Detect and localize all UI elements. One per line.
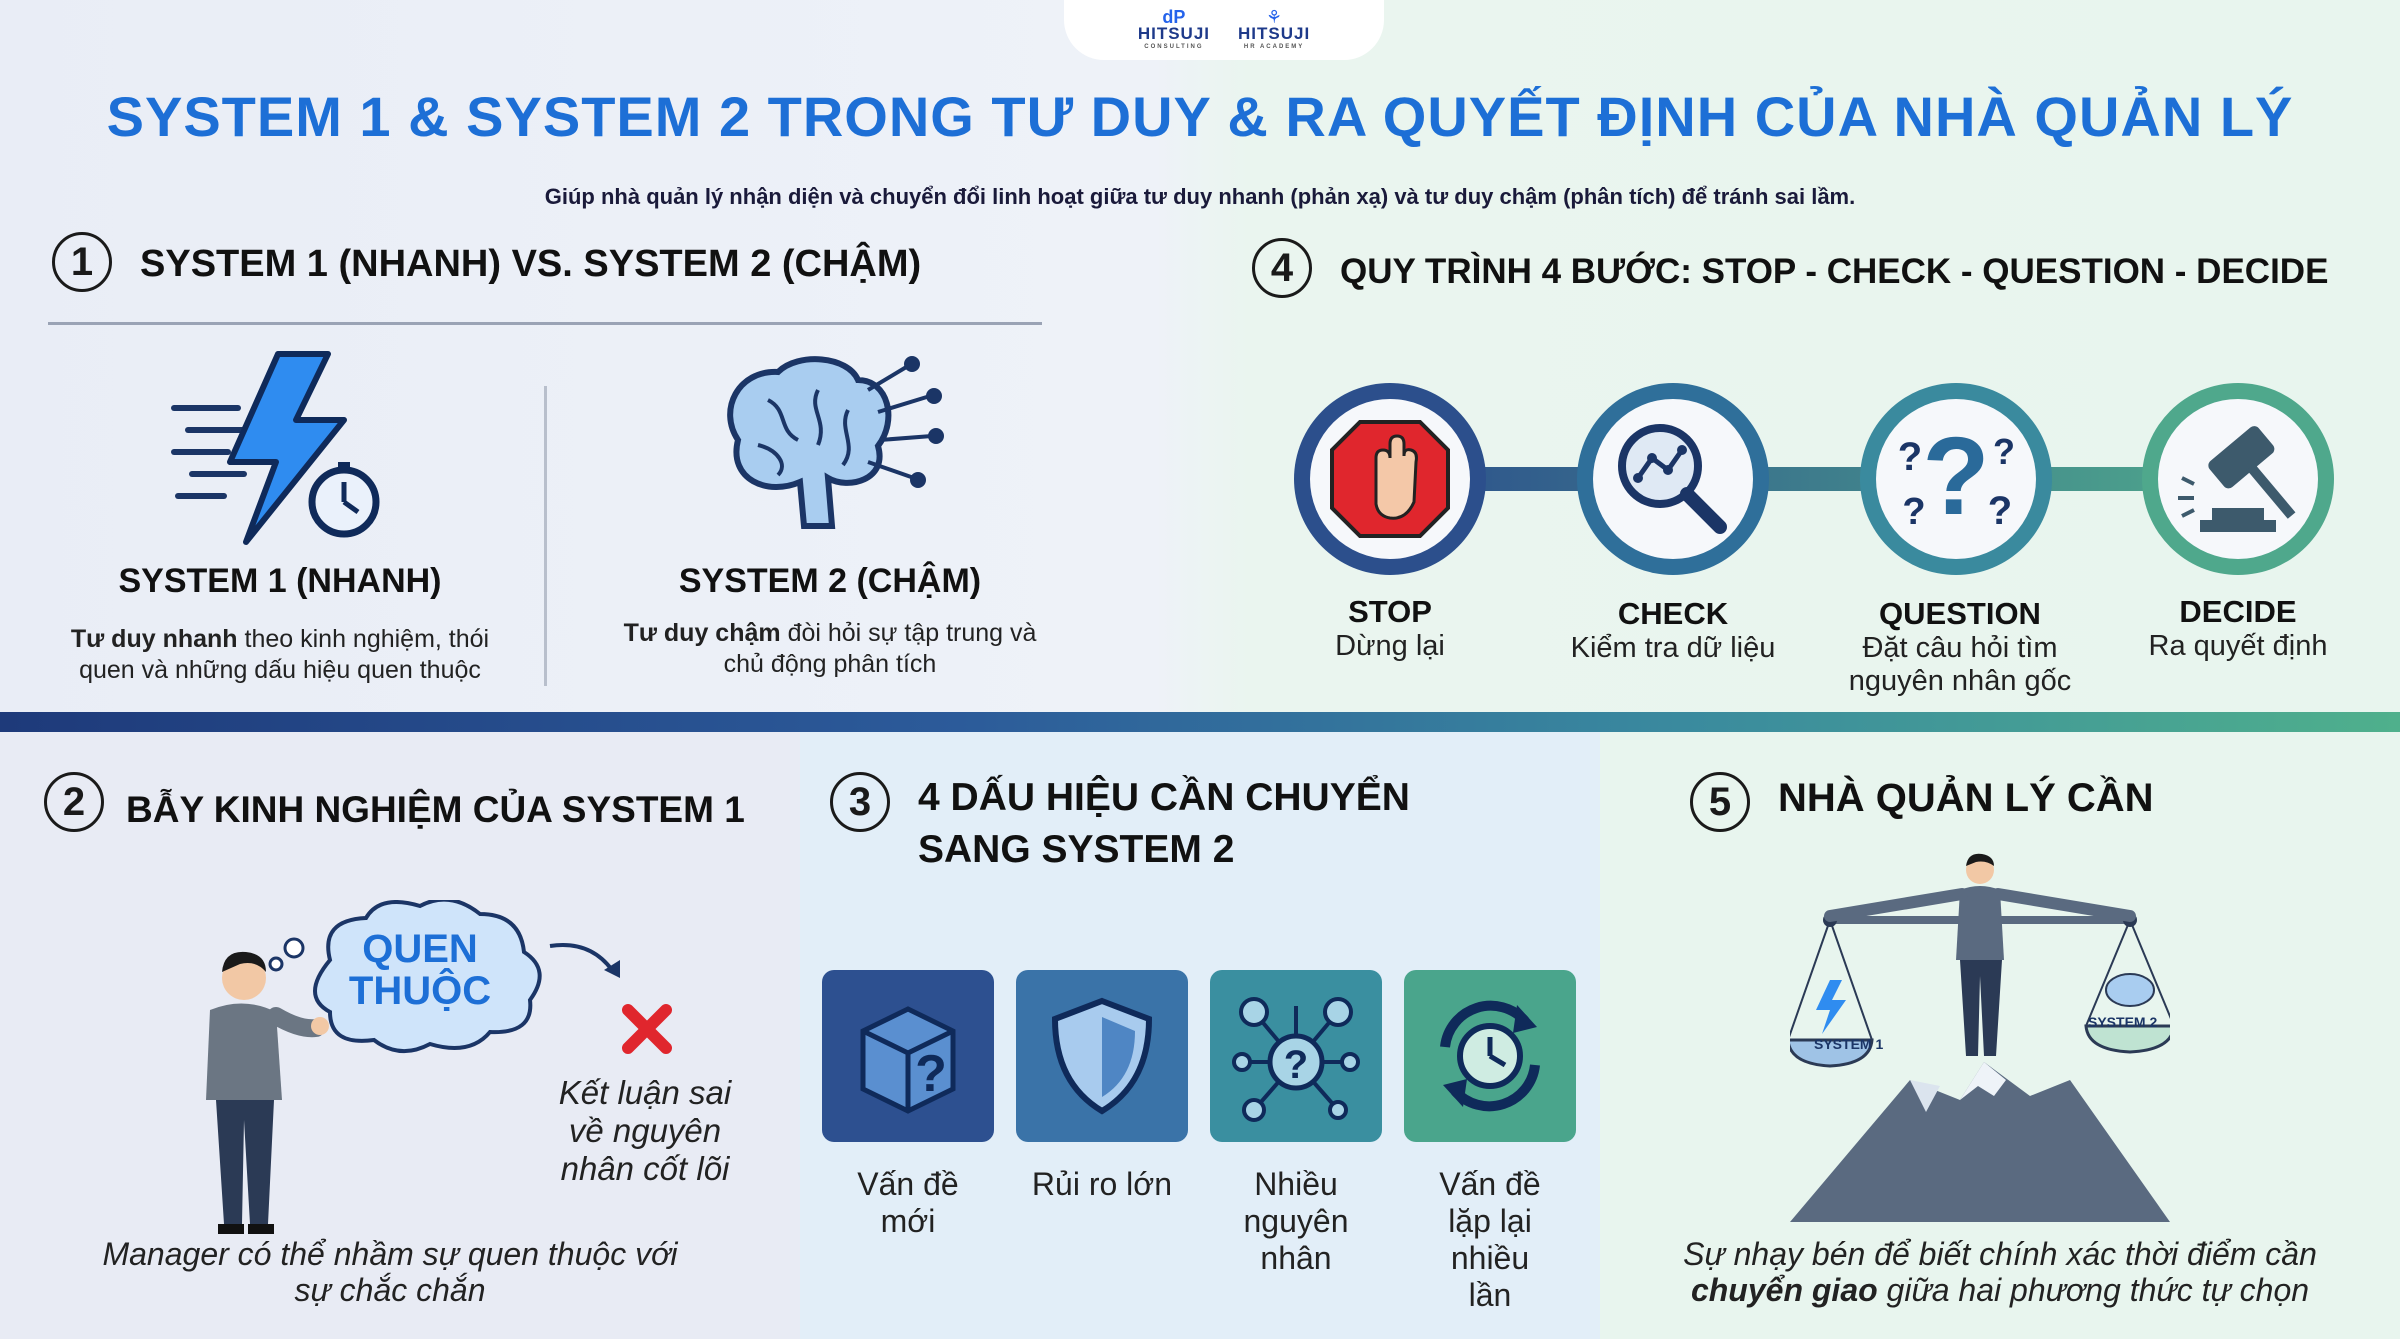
sign-recurring-label: Vấn đề lặp lại nhiều lần [1439, 1166, 1541, 1313]
section1-title: SYSTEM 1 (NHANH) VS. SYSTEM 2 (CHẬM) [140, 243, 922, 285]
section5-number: 5 [1690, 772, 1750, 832]
process-steps: ? ? ? ? ? [1280, 374, 2340, 584]
sign-high-risk-tile [1016, 970, 1188, 1142]
system2-heading: SYSTEM 2 (CHẬM) [678, 562, 982, 600]
sign-new-problem-tile: ? [822, 970, 994, 1142]
section5-panel [1600, 732, 2400, 1339]
sign-recurring-tile [1404, 970, 1576, 1142]
section3-number: 3 [830, 772, 890, 832]
scale-left-label: SYSTEM 1 [1814, 1036, 1884, 1052]
lightning-stopwatch-icon [168, 350, 388, 550]
balance-scale-illustration [1786, 850, 2176, 1226]
svg-text:?: ? [1993, 431, 2015, 472]
section5-caption: Sự nhạy bén để biết chính xác thời điểm … [1683, 1236, 2317, 1308]
section-divider-bar [0, 712, 2400, 732]
step-question: QUESTION Đặt câu hỏi tìm nguyên nhân gốc [1848, 596, 2072, 697]
header-logos: dP HITSUJI CONSULTING ⚘ HITSUJI HR ACADE… [1064, 0, 1384, 60]
shield-icon [1051, 997, 1153, 1115]
svg-text:?: ? [1922, 415, 1989, 538]
svg-text:?: ? [1898, 435, 1922, 479]
step-decide: DECIDE Ra quyết định [2148, 594, 2328, 662]
step-check: CHECK Kiểm tra dữ liệu [1570, 596, 1776, 664]
question-box-icon: ? [860, 1006, 956, 1114]
wrong-conclusion-text: Kết luận sai về nguyên nhân cốt lõi [558, 1074, 732, 1187]
section4-number: 4 [1252, 238, 1312, 298]
section5-title: NHÀ QUẢN LÝ CẦN [1778, 776, 2154, 820]
section1-number: 1 [52, 232, 112, 292]
svg-text:?: ? [1902, 491, 1925, 533]
page-subtitle: Giúp nhà quản lý nhận diện và chuyển đổi… [544, 184, 1856, 209]
recurring-clock-icon [1440, 1000, 1540, 1112]
sign-multiple-causes-label: Nhiều nguyên nhân [1243, 1166, 1349, 1276]
section3-title: 4 DẤU HIỆU CẦN CHUYỂN SANG SYSTEM 2 [918, 776, 1410, 871]
svg-text:?: ? [1988, 489, 2012, 533]
experience-trap-illustration [180, 897, 740, 1240]
step-check-circle [1577, 383, 1769, 575]
sign-multiple-causes-tile: ? [1210, 970, 1382, 1142]
step-stop-circle [1294, 383, 1486, 575]
system1-description: Tư duy nhanh theo kinh nghiệm, thói quen… [70, 625, 490, 684]
system2-description: Tư duy chậm đòi hỏi sự tập trung và chủ … [623, 619, 1037, 678]
svg-text:?: ? [915, 1045, 947, 1103]
step-decide-circle [2142, 383, 2334, 575]
network-question-icon: ? [1232, 997, 1360, 1122]
brain-network-icon [708, 350, 948, 530]
scale-right-label: SYSTEM 2 [2088, 1014, 2158, 1030]
svg-text:?: ? [1284, 1043, 1308, 1087]
familiar-cloud-text: QUEN THUỘC [348, 927, 492, 1013]
section1-divider [48, 322, 1042, 325]
logo-hr-academy: ⚘ HITSUJI HR ACADEMY [1238, 7, 1311, 50]
step-question-circle: ? ? ? ? ? [1860, 383, 2052, 575]
section1-vertical-divider [544, 386, 547, 686]
system1-heading: SYSTEM 1 (NHANH) [118, 562, 442, 600]
section2-number: 2 [44, 772, 104, 832]
logo-consulting: dP HITSUJI CONSULTING [1137, 7, 1210, 50]
section2-caption: Manager có thể nhầm sự quen thuộc với sự… [102, 1236, 678, 1308]
page-title: SYSTEM 1 & SYSTEM 2 TRONG TƯ DUY & RA QU… [106, 85, 2294, 148]
step-stop: STOP Dừng lại [1335, 594, 1445, 662]
section2-title: BẪY KINH NGHIỆM CỦA SYSTEM 1 [126, 789, 745, 830]
sign-high-risk-label: Rủi ro lớn [1031, 1166, 1173, 1202]
manager-figure [206, 951, 329, 1234]
sign-new-problem-label: Vấn đề mới [857, 1166, 959, 1239]
section4-title: QUY TRÌNH 4 BƯỚC: STOP - CHECK - QUESTIO… [1340, 252, 2329, 291]
